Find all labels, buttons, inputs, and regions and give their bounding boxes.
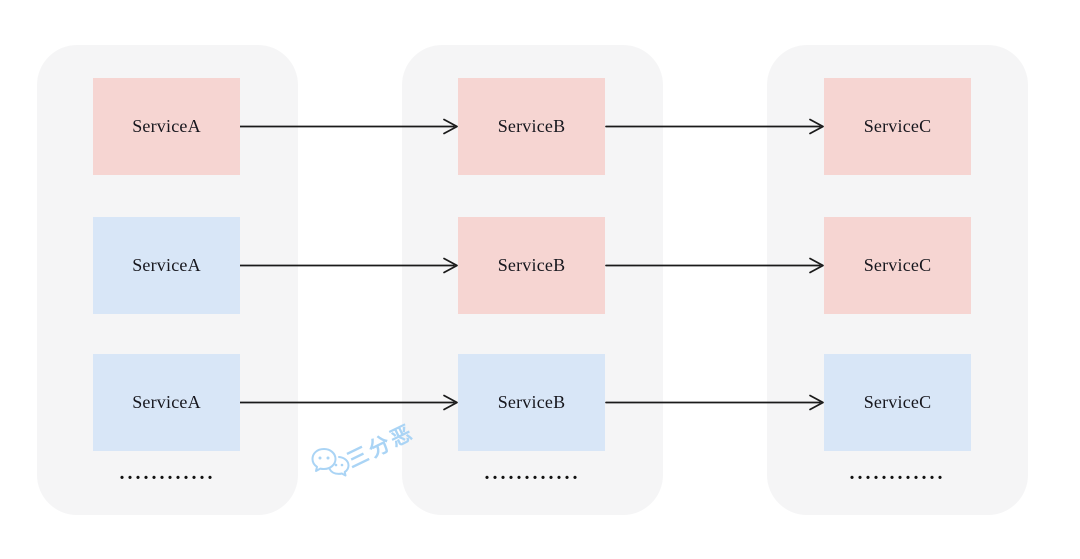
service-box-label: ServiceC [863, 392, 932, 412]
service-box: ServiceB [458, 217, 605, 314]
lane-ellipsis: ............ [119, 462, 216, 484]
lane-ellipsis: ............ [849, 462, 946, 484]
service-box: ServiceA [93, 217, 240, 314]
service-box-label: ServiceA [132, 255, 201, 275]
service-box: ServiceA [93, 354, 240, 451]
service-box: ServiceA [93, 78, 240, 175]
service-box: ServiceC [824, 78, 971, 175]
service-box-label: ServiceA [132, 116, 201, 136]
service-box-label: ServiceB [497, 392, 566, 412]
service-box-label: ServiceB [497, 255, 566, 275]
service-box: ServiceB [458, 78, 605, 175]
service-box-label: ServiceC [863, 255, 932, 275]
service-box: ServiceB [458, 354, 605, 451]
service-box-label: ServiceB [497, 116, 566, 136]
wechat-icon [311, 448, 350, 477]
service-box: ServiceC [824, 217, 971, 314]
service-box: ServiceC [824, 354, 971, 451]
lane-ellipsis: ............ [484, 462, 581, 484]
service-box-label: ServiceA [132, 392, 201, 412]
service-box-label: ServiceC [863, 116, 932, 136]
